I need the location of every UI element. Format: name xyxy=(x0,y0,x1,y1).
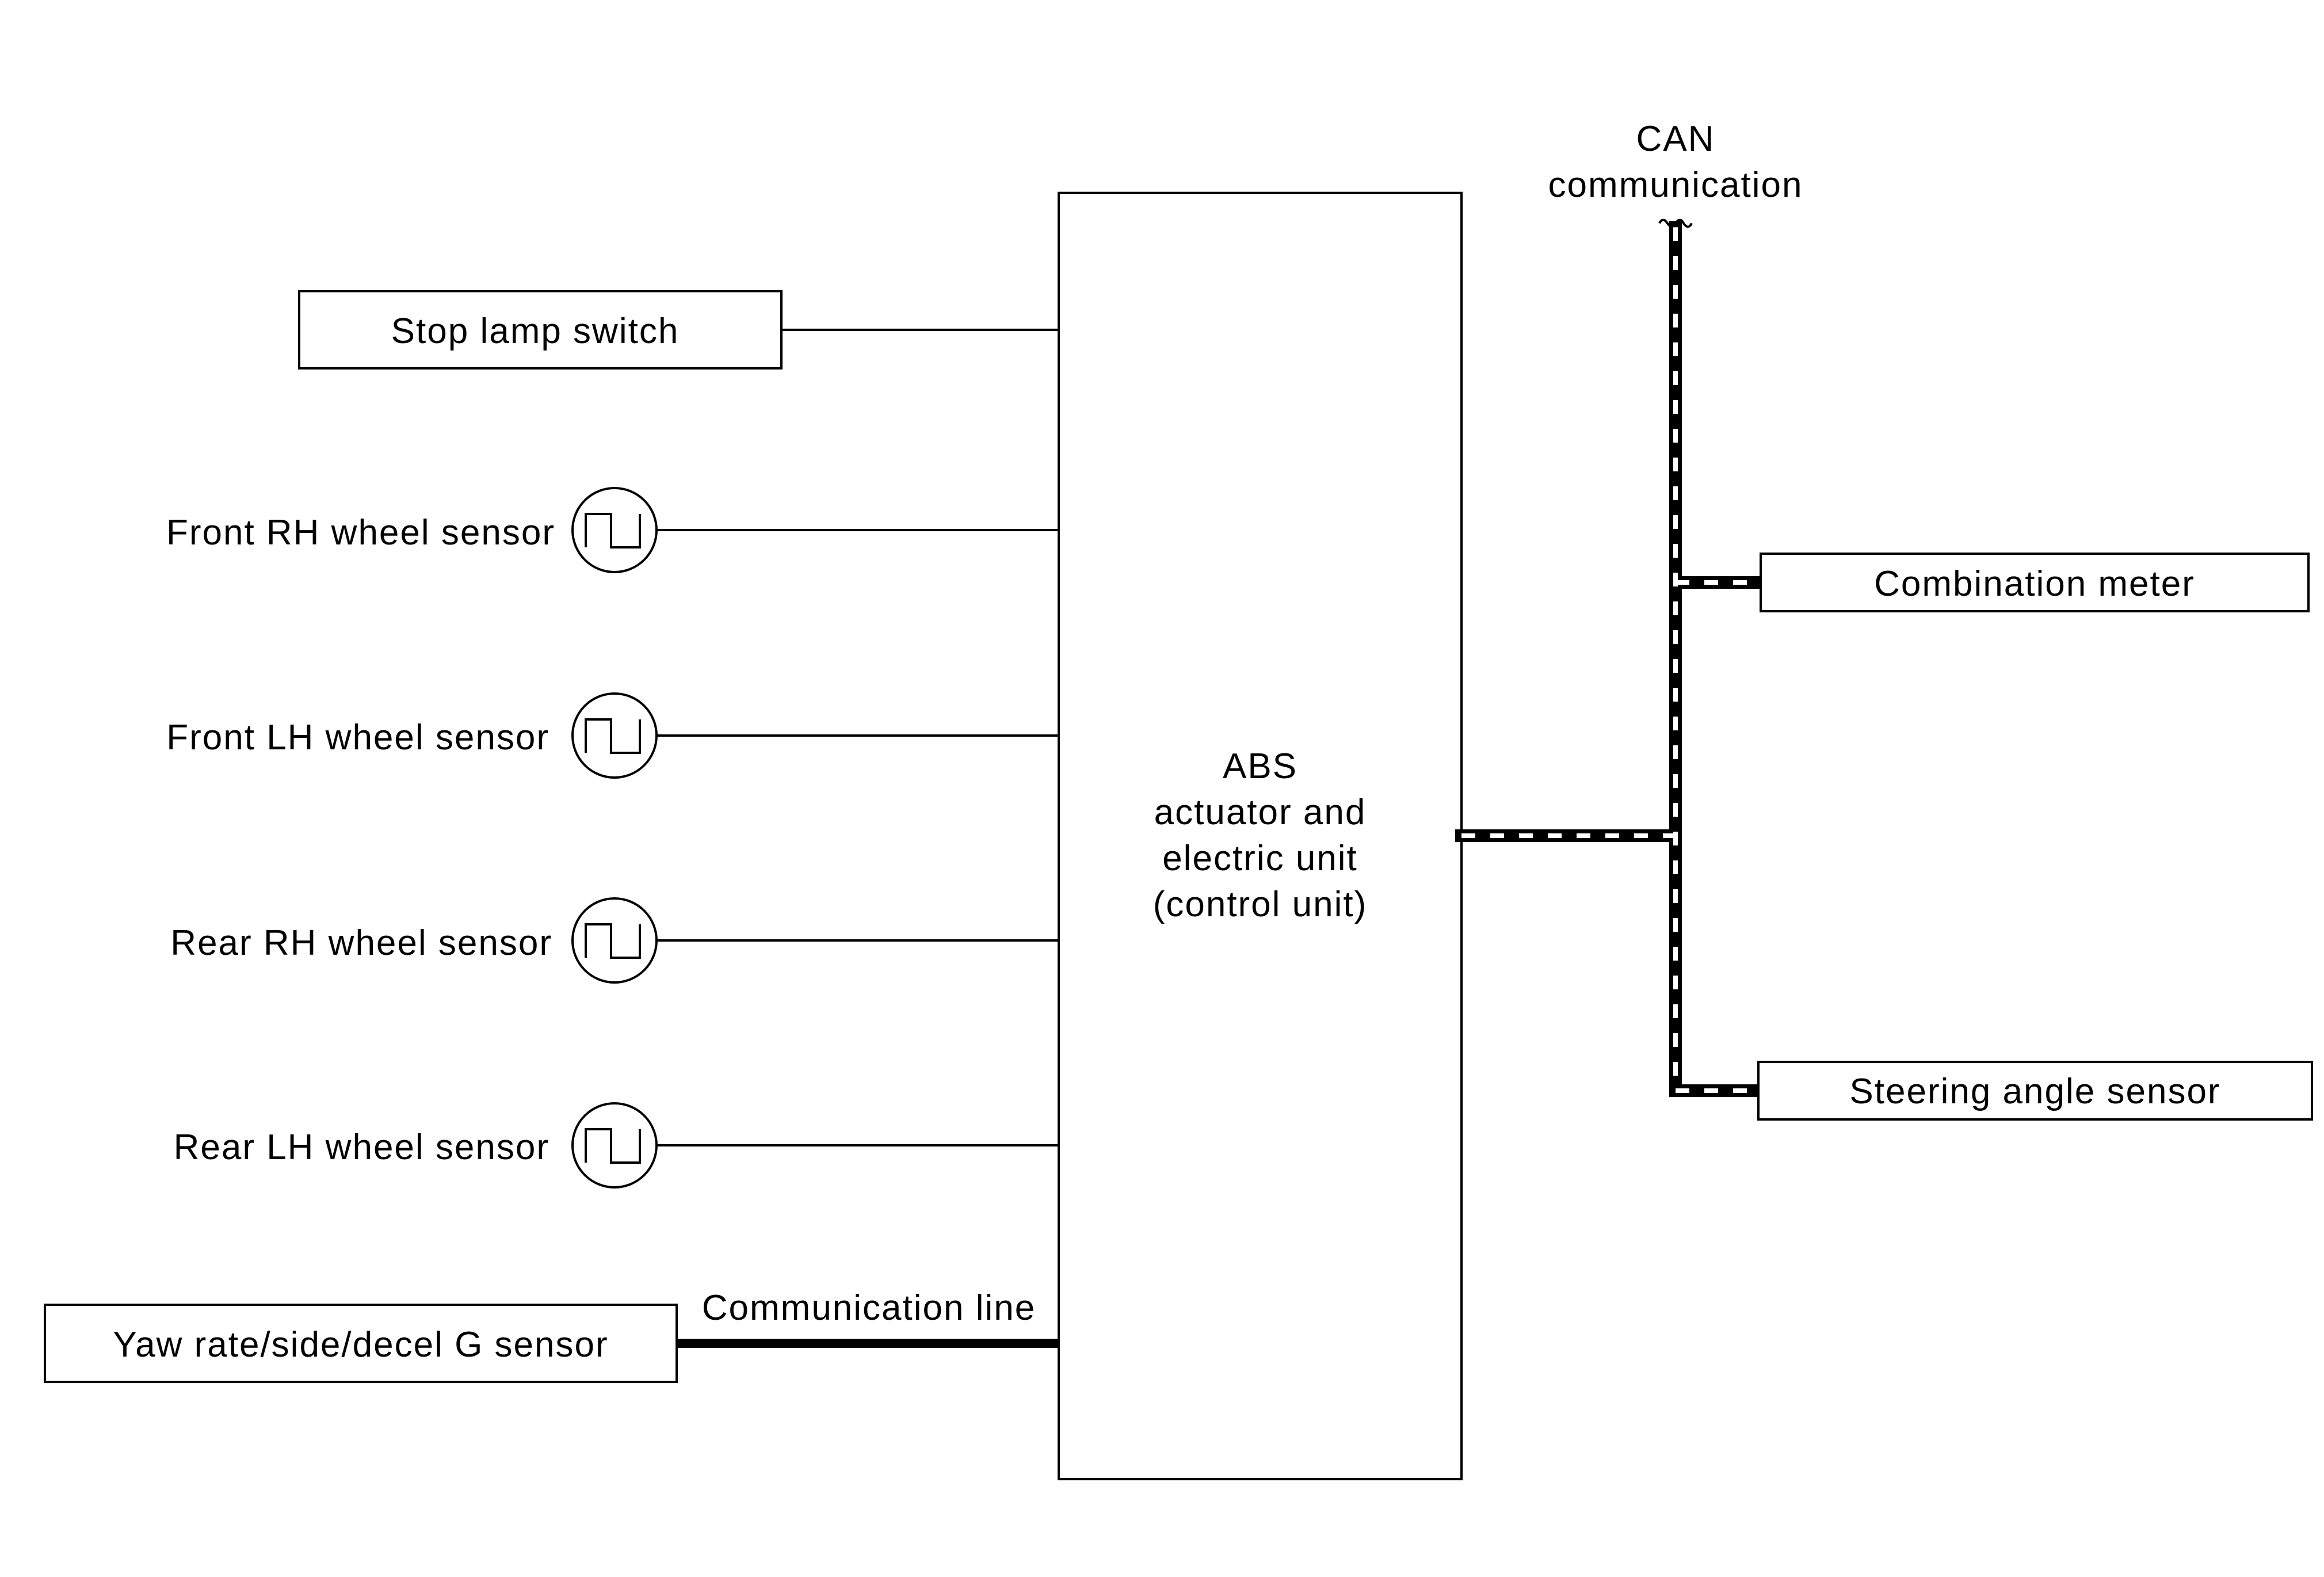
front-lh-wheel-sensor: Front LH wheel sensor xyxy=(166,692,1059,779)
can-bus: CAN communication xyxy=(1455,119,1803,1097)
abs-control-unit-box xyxy=(1058,192,1463,1480)
rear-rh-pulse-icon xyxy=(585,923,641,959)
combination-meter-label: Combination meter xyxy=(1874,564,2195,604)
yaw-rate-sensor: Yaw rate/side/decel G sensor Communicati… xyxy=(44,1288,1059,1383)
rear-lh-wheel-sensor: Rear LH wheel sensor xyxy=(174,1102,1059,1189)
rear-rh-wheel-sensor: Rear RH wheel sensor xyxy=(170,897,1059,984)
steering-angle-sensor-label: Steering angle sensor xyxy=(1849,1072,2220,1111)
abs-control-unit: ABS actuator and electric unit (control … xyxy=(1058,192,1463,1480)
communication-line-label: Communication line xyxy=(702,1288,1036,1328)
stop-lamp-switch-label: Stop lamp switch xyxy=(391,311,680,351)
front-rh-pulse-icon xyxy=(585,513,641,548)
abs-control-unit-label-3: electric unit xyxy=(1162,839,1358,878)
abs-control-unit-label-1: ABS xyxy=(1223,746,1298,786)
can-label-2: communication xyxy=(1548,165,1803,205)
rear-rh-wheel-sensor-label: Rear RH wheel sensor xyxy=(170,923,552,963)
front-rh-wheel-sensor-label: Front RH wheel sensor xyxy=(166,513,555,553)
steering-angle-sensor: Steering angle sensor xyxy=(1757,1061,2313,1121)
stop-lamp-switch-box xyxy=(298,290,783,370)
front-lh-pulse-icon xyxy=(585,718,641,754)
front-rh-wheel-sensor: Front RH wheel sensor xyxy=(166,487,1059,573)
can-label-1: CAN xyxy=(1636,119,1715,159)
abs-control-unit-label-2: actuator and xyxy=(1154,793,1367,832)
front-lh-wheel-sensor-label: Front LH wheel sensor xyxy=(166,718,549,757)
steering-angle-sensor-box xyxy=(1757,1061,2313,1121)
stop-lamp-switch: Stop lamp switch xyxy=(298,290,1059,370)
rear-lh-wheel-sensor-label: Rear LH wheel sensor xyxy=(174,1127,549,1167)
abs-control-unit-label-4: (control unit) xyxy=(1153,885,1368,924)
combination-meter: Combination meter xyxy=(1760,553,2310,612)
yaw-rate-sensor-label: Yaw rate/side/decel G sensor xyxy=(113,1325,608,1365)
rear-lh-pulse-icon xyxy=(585,1128,641,1164)
combination-meter-box xyxy=(1760,553,2310,612)
